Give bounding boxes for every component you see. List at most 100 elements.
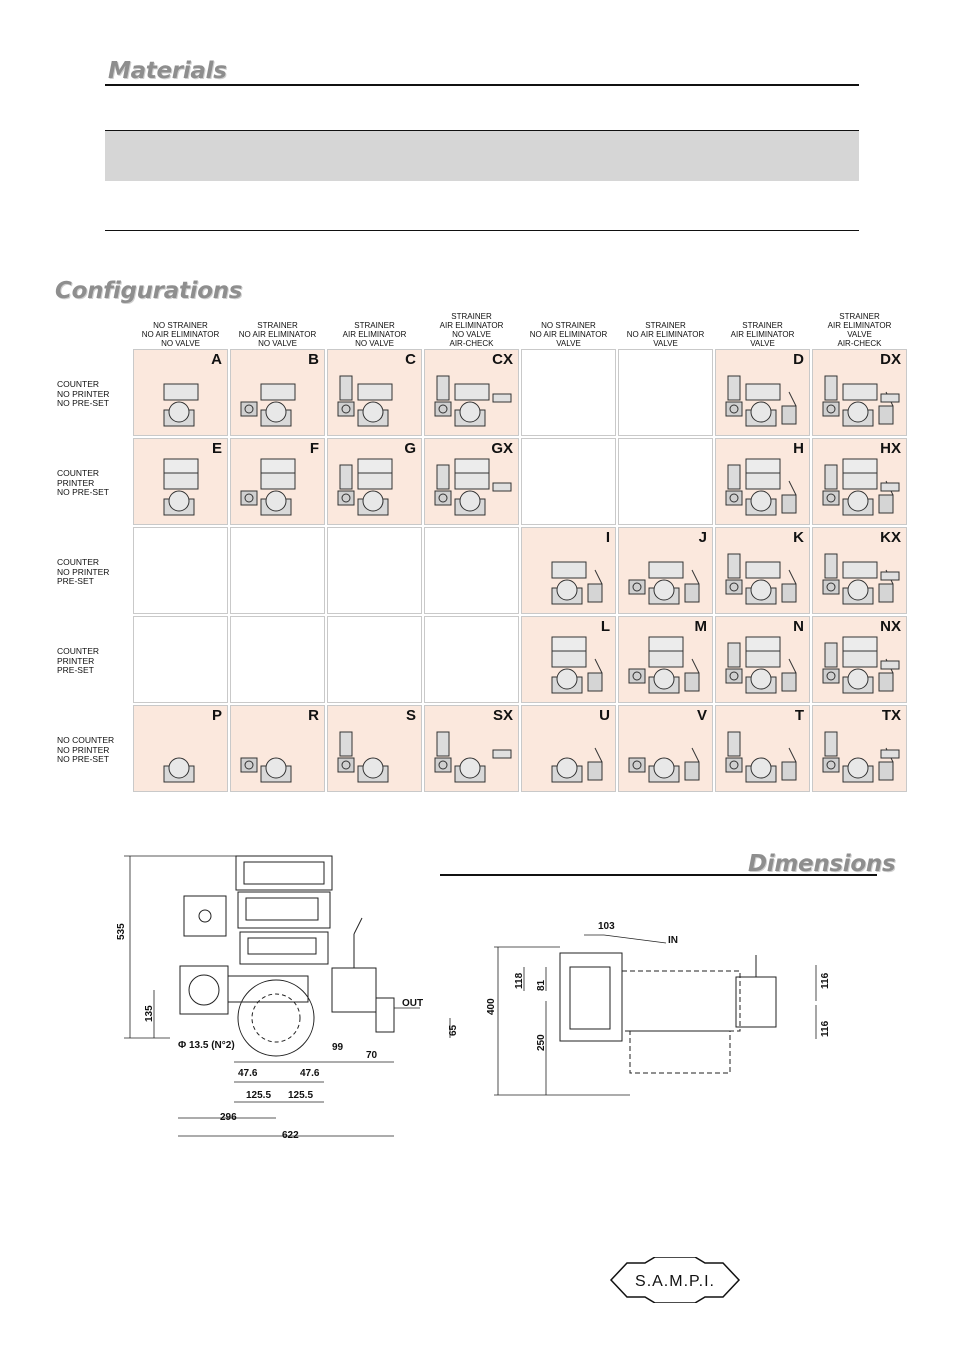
dim-height-total: 535 bbox=[116, 923, 127, 940]
config-cell: C bbox=[327, 349, 422, 436]
meter-sketch-icon bbox=[337, 731, 389, 783]
config-row-header-line: NO PRE-SET bbox=[57, 398, 109, 409]
dim-spacing-a: 47.6 bbox=[238, 1068, 258, 1079]
meter-sketch-icon bbox=[337, 375, 393, 427]
config-cell: TX bbox=[812, 705, 907, 792]
config-cell: P bbox=[133, 705, 228, 792]
meter-sketch-icon bbox=[822, 375, 900, 427]
dim-hole: Φ 13.5 (N°2) bbox=[178, 1040, 235, 1051]
config-code: F bbox=[309, 440, 319, 457]
meter-sketch-icon bbox=[240, 383, 296, 427]
config-cell-empty bbox=[230, 527, 325, 614]
config-cell-empty bbox=[133, 616, 228, 703]
meter-sketch-icon bbox=[725, 636, 797, 694]
config-column-header-line: VALVE bbox=[653, 339, 678, 348]
config-cell-empty bbox=[521, 438, 616, 525]
dim-height-upper: 118 bbox=[514, 972, 525, 989]
meter-sketch-icon bbox=[725, 731, 797, 783]
config-code: KX bbox=[880, 529, 901, 546]
dim-height-outlet: 65 bbox=[448, 1024, 459, 1036]
config-code: C bbox=[405, 351, 416, 368]
config-column-header-line: STRAINER bbox=[354, 321, 395, 330]
dim-out-label: OUT bbox=[402, 998, 423, 1009]
config-cell: A bbox=[133, 349, 228, 436]
config-code: TX bbox=[881, 707, 901, 724]
config-cell-empty bbox=[424, 527, 519, 614]
meter-sketch-icon bbox=[551, 747, 603, 783]
config-row-header-line: NO PRINTER bbox=[57, 566, 110, 577]
config-cell: DX bbox=[812, 349, 907, 436]
config-cell: L bbox=[521, 616, 616, 703]
config-code: M bbox=[694, 618, 708, 635]
config-code: NX bbox=[880, 618, 901, 635]
dim-top-width: 103 bbox=[598, 921, 615, 932]
config-code: GX bbox=[491, 440, 513, 457]
config-cell: J bbox=[618, 527, 713, 614]
config-column-header-line: AIR ELIMINATOR bbox=[730, 330, 795, 339]
meter-sketch-icon bbox=[163, 757, 195, 783]
config-row-header-line: COUNTER bbox=[57, 379, 100, 389]
dimensions-rule bbox=[440, 874, 877, 876]
config-cell: SX bbox=[424, 705, 519, 792]
dim-outlet-offset: 99 bbox=[332, 1042, 344, 1053]
meter-sketch-icon bbox=[434, 458, 512, 516]
sampi-logo: S.A.M.P.I. bbox=[609, 1257, 741, 1303]
config-row-header-line: COUNTER bbox=[57, 646, 100, 656]
config-code: SX bbox=[492, 707, 513, 724]
config-row-header-line: NO PRE-SET bbox=[57, 487, 109, 498]
config-code: L bbox=[600, 618, 610, 635]
materials-top-rule bbox=[105, 84, 859, 86]
meter-sketch-icon bbox=[725, 375, 797, 427]
meter-sketch-icon bbox=[628, 747, 700, 783]
config-code: U bbox=[599, 707, 610, 724]
config-column-header-line: VALVE bbox=[556, 339, 581, 348]
config-column-header-line: NO VALVE bbox=[452, 330, 491, 339]
dimensions-heading: Dimensions bbox=[748, 851, 896, 877]
config-cell: NX bbox=[812, 616, 907, 703]
config-code: R bbox=[308, 707, 319, 724]
dim-overall-length: 622 bbox=[282, 1130, 299, 1141]
config-cell-empty bbox=[618, 438, 713, 525]
dim-in-label: IN bbox=[668, 935, 678, 946]
config-column-header-line: VALVE bbox=[750, 339, 775, 348]
config-cell: KX bbox=[812, 527, 907, 614]
config-cell: G bbox=[327, 438, 422, 525]
config-code: J bbox=[698, 529, 707, 546]
dim-valve-width: 70 bbox=[366, 1050, 378, 1061]
config-row-header-line: NO COUNTER bbox=[57, 735, 115, 745]
config-code: T bbox=[794, 707, 804, 724]
config-code: V bbox=[696, 707, 707, 724]
config-column-header-line: NO VALVE bbox=[258, 339, 297, 348]
config-cell: T bbox=[715, 705, 810, 792]
config-cell-empty bbox=[327, 527, 422, 614]
config-column-header-line: STRAINER bbox=[645, 321, 686, 330]
meter-sketch-icon bbox=[337, 458, 393, 516]
config-row-header-line: COUNTER bbox=[57, 557, 100, 567]
dim-flange-lower: 116 bbox=[820, 1020, 831, 1037]
config-column-header-line: NO AIR ELIMINATOR bbox=[141, 330, 220, 339]
meter-sketch-icon bbox=[822, 458, 900, 516]
meter-sketch-icon bbox=[163, 458, 199, 516]
config-code: CX bbox=[492, 351, 513, 368]
meter-sketch-icon bbox=[163, 383, 199, 427]
dim-spacing-b: 47.6 bbox=[300, 1068, 320, 1079]
config-column-header-line: NO STRAINER bbox=[541, 321, 596, 330]
config-column-header-line: STRAINER bbox=[451, 312, 492, 321]
config-column-header-line: STRAINER bbox=[839, 312, 880, 321]
meter-sketch-icon bbox=[240, 757, 292, 783]
config-cell: E bbox=[133, 438, 228, 525]
meter-sketch-icon bbox=[434, 731, 512, 783]
config-column-header-line: NO AIR ELIMINATOR bbox=[529, 330, 608, 339]
config-row-header-line: PRE-SET bbox=[57, 576, 94, 587]
config-column-header-line: AIR-CHECK bbox=[837, 339, 882, 348]
dim-half-a: 125.5 bbox=[246, 1090, 271, 1101]
config-cell: I bbox=[521, 527, 616, 614]
